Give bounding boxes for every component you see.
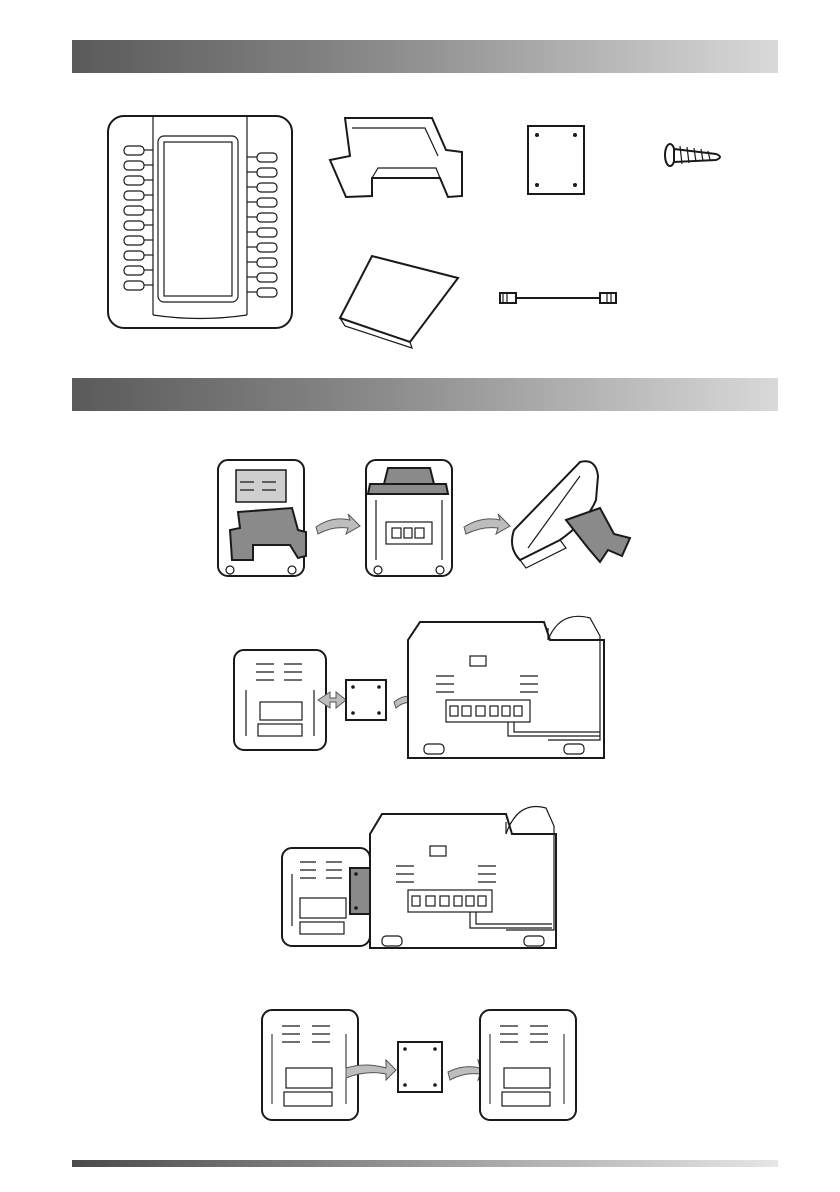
screw-icon — [665, 144, 720, 166]
connecting-plate-icon — [528, 126, 584, 194]
expansion-module-icon — [108, 116, 292, 328]
quick-guide-icon — [340, 256, 458, 348]
stand-bracket-icon — [330, 118, 462, 197]
joined-module-and-phone-illustration — [282, 806, 556, 948]
attach-stand-illustration — [218, 460, 630, 576]
ethernet-cable-icon — [500, 293, 616, 303]
connect-plate-to-phone-illustration — [234, 616, 604, 758]
connect-two-modules-illustration — [262, 1010, 576, 1120]
